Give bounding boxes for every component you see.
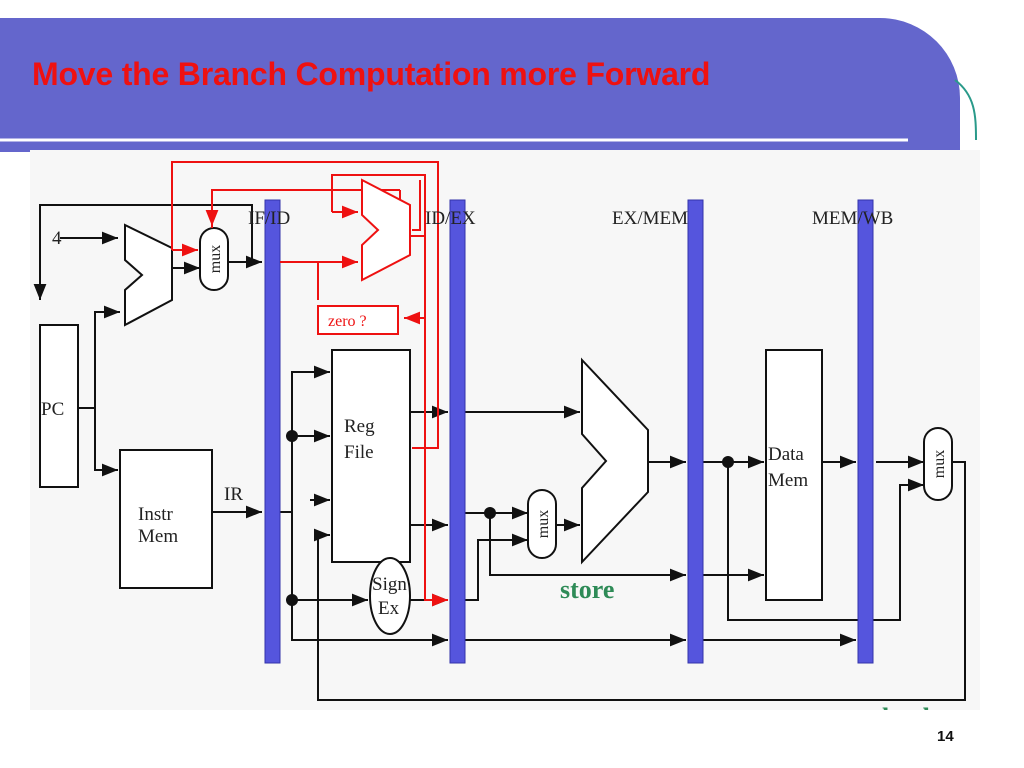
writeback-mux-label: mux xyxy=(931,450,948,478)
alu-mux-label: mux xyxy=(535,510,552,538)
branch-path-wires xyxy=(171,161,448,607)
reg-file-label-line2: File xyxy=(344,442,374,463)
mem-wb-register xyxy=(857,199,874,664)
constant-four-label: 4 xyxy=(52,228,62,249)
wire-junctions xyxy=(286,430,734,606)
sign-ext-label-line2: Ex xyxy=(378,598,400,619)
pipeline-registers xyxy=(264,199,874,664)
alu-mux xyxy=(527,489,557,559)
page-number: 14 xyxy=(937,728,954,745)
header-accent-curve xyxy=(954,79,977,141)
if-id-label: IF/ID xyxy=(248,208,290,229)
store-annotation: store xyxy=(560,575,614,604)
sign-ext-label-line1: Sign xyxy=(372,574,407,595)
writeback-mux xyxy=(923,427,953,501)
datapath-blocks xyxy=(39,223,953,635)
pc-mux xyxy=(199,227,229,291)
instr-mem-label-line1: Instr xyxy=(138,504,174,525)
sign-ext-block xyxy=(369,557,411,635)
id-ex-label: ID/EX xyxy=(425,208,476,229)
zero-test-box xyxy=(317,305,399,335)
data-mem-block xyxy=(765,349,823,601)
ex-mem-label: EX/MEM xyxy=(612,208,688,229)
data-mem-label-line2: Mem xyxy=(768,470,808,491)
pc-block xyxy=(39,324,79,488)
if-id-register xyxy=(264,199,281,664)
branch-adder xyxy=(361,178,411,282)
pc-adder xyxy=(124,223,173,327)
reg-file-block xyxy=(331,349,411,563)
slide-header: Move the Branch Computation more Forward xyxy=(0,0,1024,160)
pc-mux-label: mux xyxy=(207,245,224,273)
header-band xyxy=(0,18,977,152)
ex-mem-register xyxy=(687,199,704,664)
alu xyxy=(581,357,649,565)
pipeline-diagram: IF/ID ID/EX EX/MEM MEM/WB PC Instr Mem R… xyxy=(30,150,980,710)
mem-wb-label: MEM/WB xyxy=(812,208,893,229)
data-mem-label-line1: Data xyxy=(768,444,804,465)
reg-file-label-line1: Reg xyxy=(344,416,375,437)
slide-title: Move the Branch Computation more Forward xyxy=(32,56,711,92)
instr-mem-label-line2: Mem xyxy=(138,526,178,547)
instr-mem-block xyxy=(119,449,213,589)
datapath-wires xyxy=(33,204,966,701)
zero-test-label: zero ? xyxy=(328,313,367,330)
load-annotation: load xyxy=(882,703,930,710)
header-background xyxy=(0,18,960,152)
id-ex-register xyxy=(449,199,466,664)
pc-label: PC xyxy=(41,399,64,420)
ir-label: IR xyxy=(224,484,243,505)
